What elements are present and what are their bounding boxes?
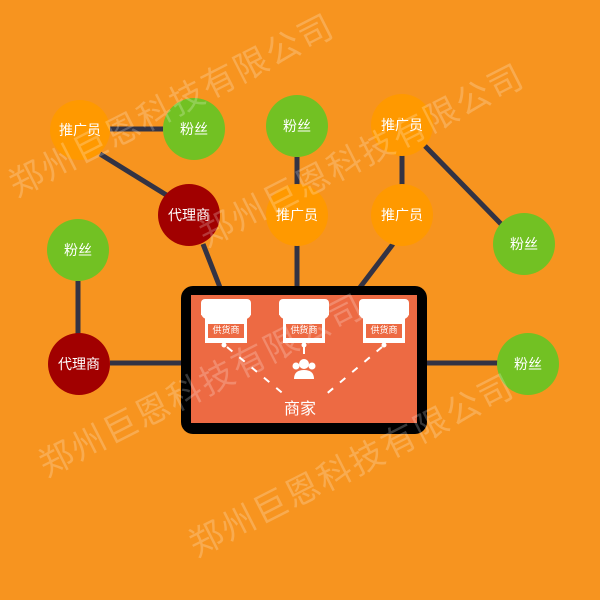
fan-node: 粉丝 xyxy=(497,333,559,395)
promoter-node: 推广员 xyxy=(371,184,433,246)
fan-node: 粉丝 xyxy=(163,98,225,160)
node-label: 粉丝 xyxy=(64,243,92,259)
line-promoter-device-right xyxy=(356,242,395,292)
node-label: 粉丝 xyxy=(510,237,538,253)
node-label: 推广员 xyxy=(276,208,318,224)
node-label: 粉丝 xyxy=(283,119,311,135)
merchant-label: 商家 xyxy=(284,399,317,418)
supplier-storefront: 供货商 xyxy=(201,299,251,343)
line-promoter-fan-right xyxy=(423,144,504,227)
line-agent-device xyxy=(200,243,224,291)
node-label: 推广员 xyxy=(381,118,423,134)
device-screen: 供货商 供货商 供货商 商家 xyxy=(191,295,417,423)
fan-node: 粉丝 xyxy=(493,213,555,275)
agent-node: 代理商 xyxy=(48,333,110,395)
line-promoter-agent xyxy=(98,151,170,199)
user-group-icon xyxy=(292,359,316,379)
supplier-label: 供货商 xyxy=(286,324,322,338)
dashed-connectors xyxy=(221,342,387,397)
node-label: 代理商 xyxy=(168,208,210,224)
fan-node: 粉丝 xyxy=(266,95,328,157)
node-label: 粉丝 xyxy=(180,122,208,138)
node-label: 推广员 xyxy=(59,123,101,139)
supplier-label: 供货商 xyxy=(366,324,402,338)
supplier-label: 供货商 xyxy=(208,324,244,338)
supplier-storefront: 供货商 xyxy=(359,299,409,343)
promoter-node: 推广员 xyxy=(50,100,110,160)
node-label: 推广员 xyxy=(381,208,423,224)
tablet-device: 供货商 供货商 供货商 商家 xyxy=(181,286,427,434)
promoter-node: 推广员 xyxy=(266,184,328,246)
agent-node: 代理商 xyxy=(158,184,220,246)
fan-node: 粉丝 xyxy=(47,219,109,281)
promoter-node: 推广员 xyxy=(371,94,433,156)
node-label: 代理商 xyxy=(58,357,100,373)
supplier-storefront: 供货商 xyxy=(279,299,329,343)
node-label: 粉丝 xyxy=(514,357,542,373)
